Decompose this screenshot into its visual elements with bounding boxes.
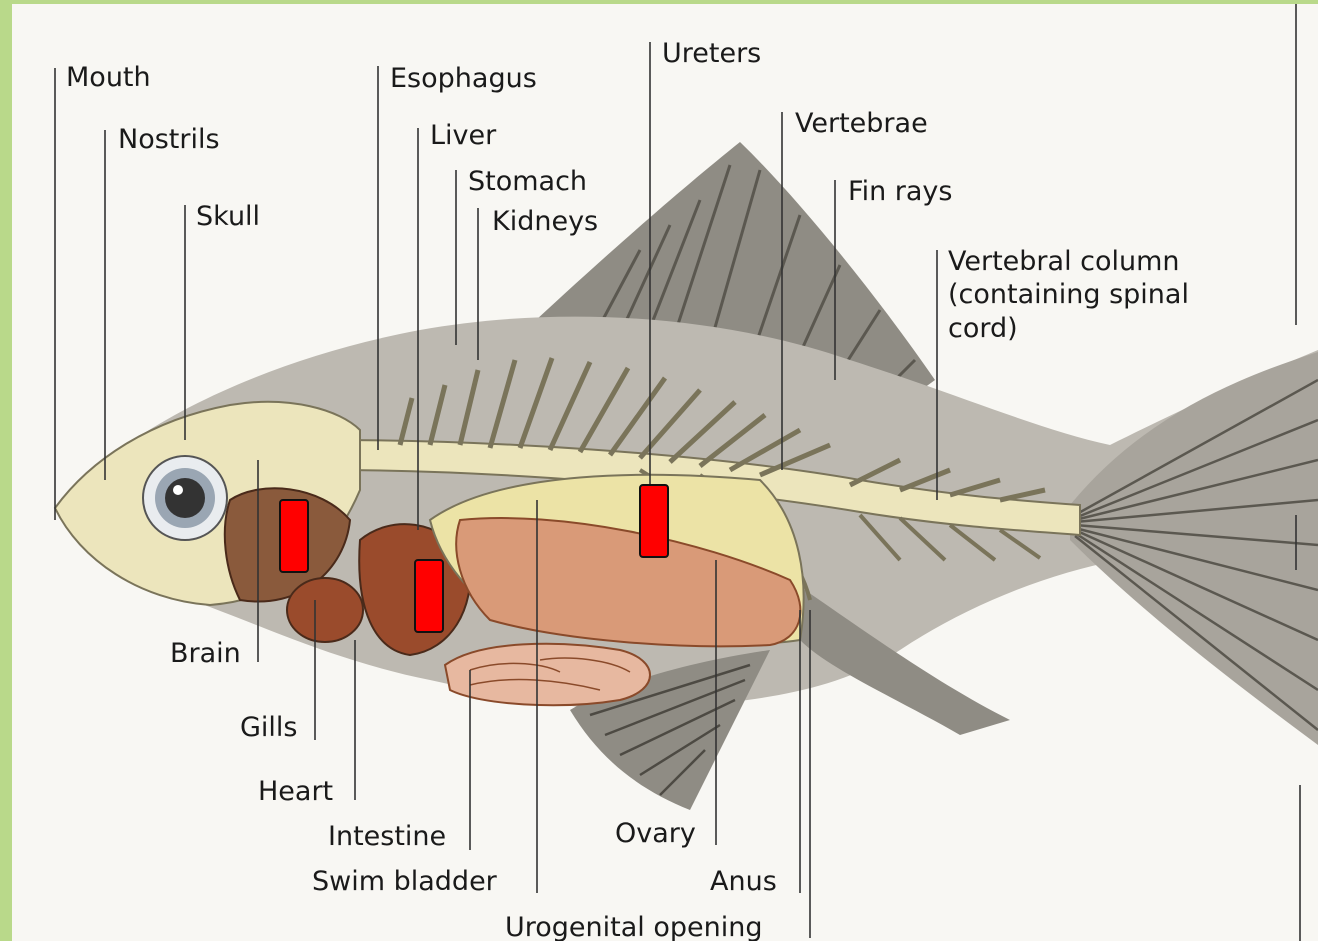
label-vertebral-column-line3: cord) xyxy=(948,313,1018,344)
label-heart: Heart xyxy=(258,776,333,807)
label-nostrils: Nostrils xyxy=(118,124,220,155)
label-vertebrae: Vertebrae xyxy=(795,108,928,139)
label-fin-rays: Fin rays xyxy=(848,176,952,207)
red-marker[interactable] xyxy=(280,500,308,572)
label-vertebral-column-line2: (containing spinal xyxy=(948,279,1189,310)
label-kidneys: Kidneys xyxy=(492,206,598,237)
label-anus: Anus xyxy=(710,866,777,897)
label-vertebral-column: Vertebral column xyxy=(948,246,1180,277)
label-mouth: Mouth xyxy=(66,62,151,93)
heart xyxy=(287,578,363,642)
label-stomach: Stomach xyxy=(468,166,587,197)
red-marker[interactable] xyxy=(415,560,443,632)
eye-icon xyxy=(143,456,227,540)
label-ovary: Ovary xyxy=(615,818,696,849)
label-esophagus: Esophagus xyxy=(390,63,537,94)
label-ureters: Ureters xyxy=(662,38,761,69)
label-urogenital-opening: Urogenital opening xyxy=(505,912,763,941)
label-liver: Liver xyxy=(430,120,497,151)
label-brain: Brain xyxy=(170,638,241,669)
red-marker[interactable] xyxy=(640,485,668,557)
intestine xyxy=(445,644,650,705)
label-gills: Gills xyxy=(240,712,298,743)
label-skull: Skull xyxy=(196,201,260,232)
label-intestine: Intestine xyxy=(328,821,446,852)
label-swim-bladder: Swim bladder xyxy=(312,866,498,897)
